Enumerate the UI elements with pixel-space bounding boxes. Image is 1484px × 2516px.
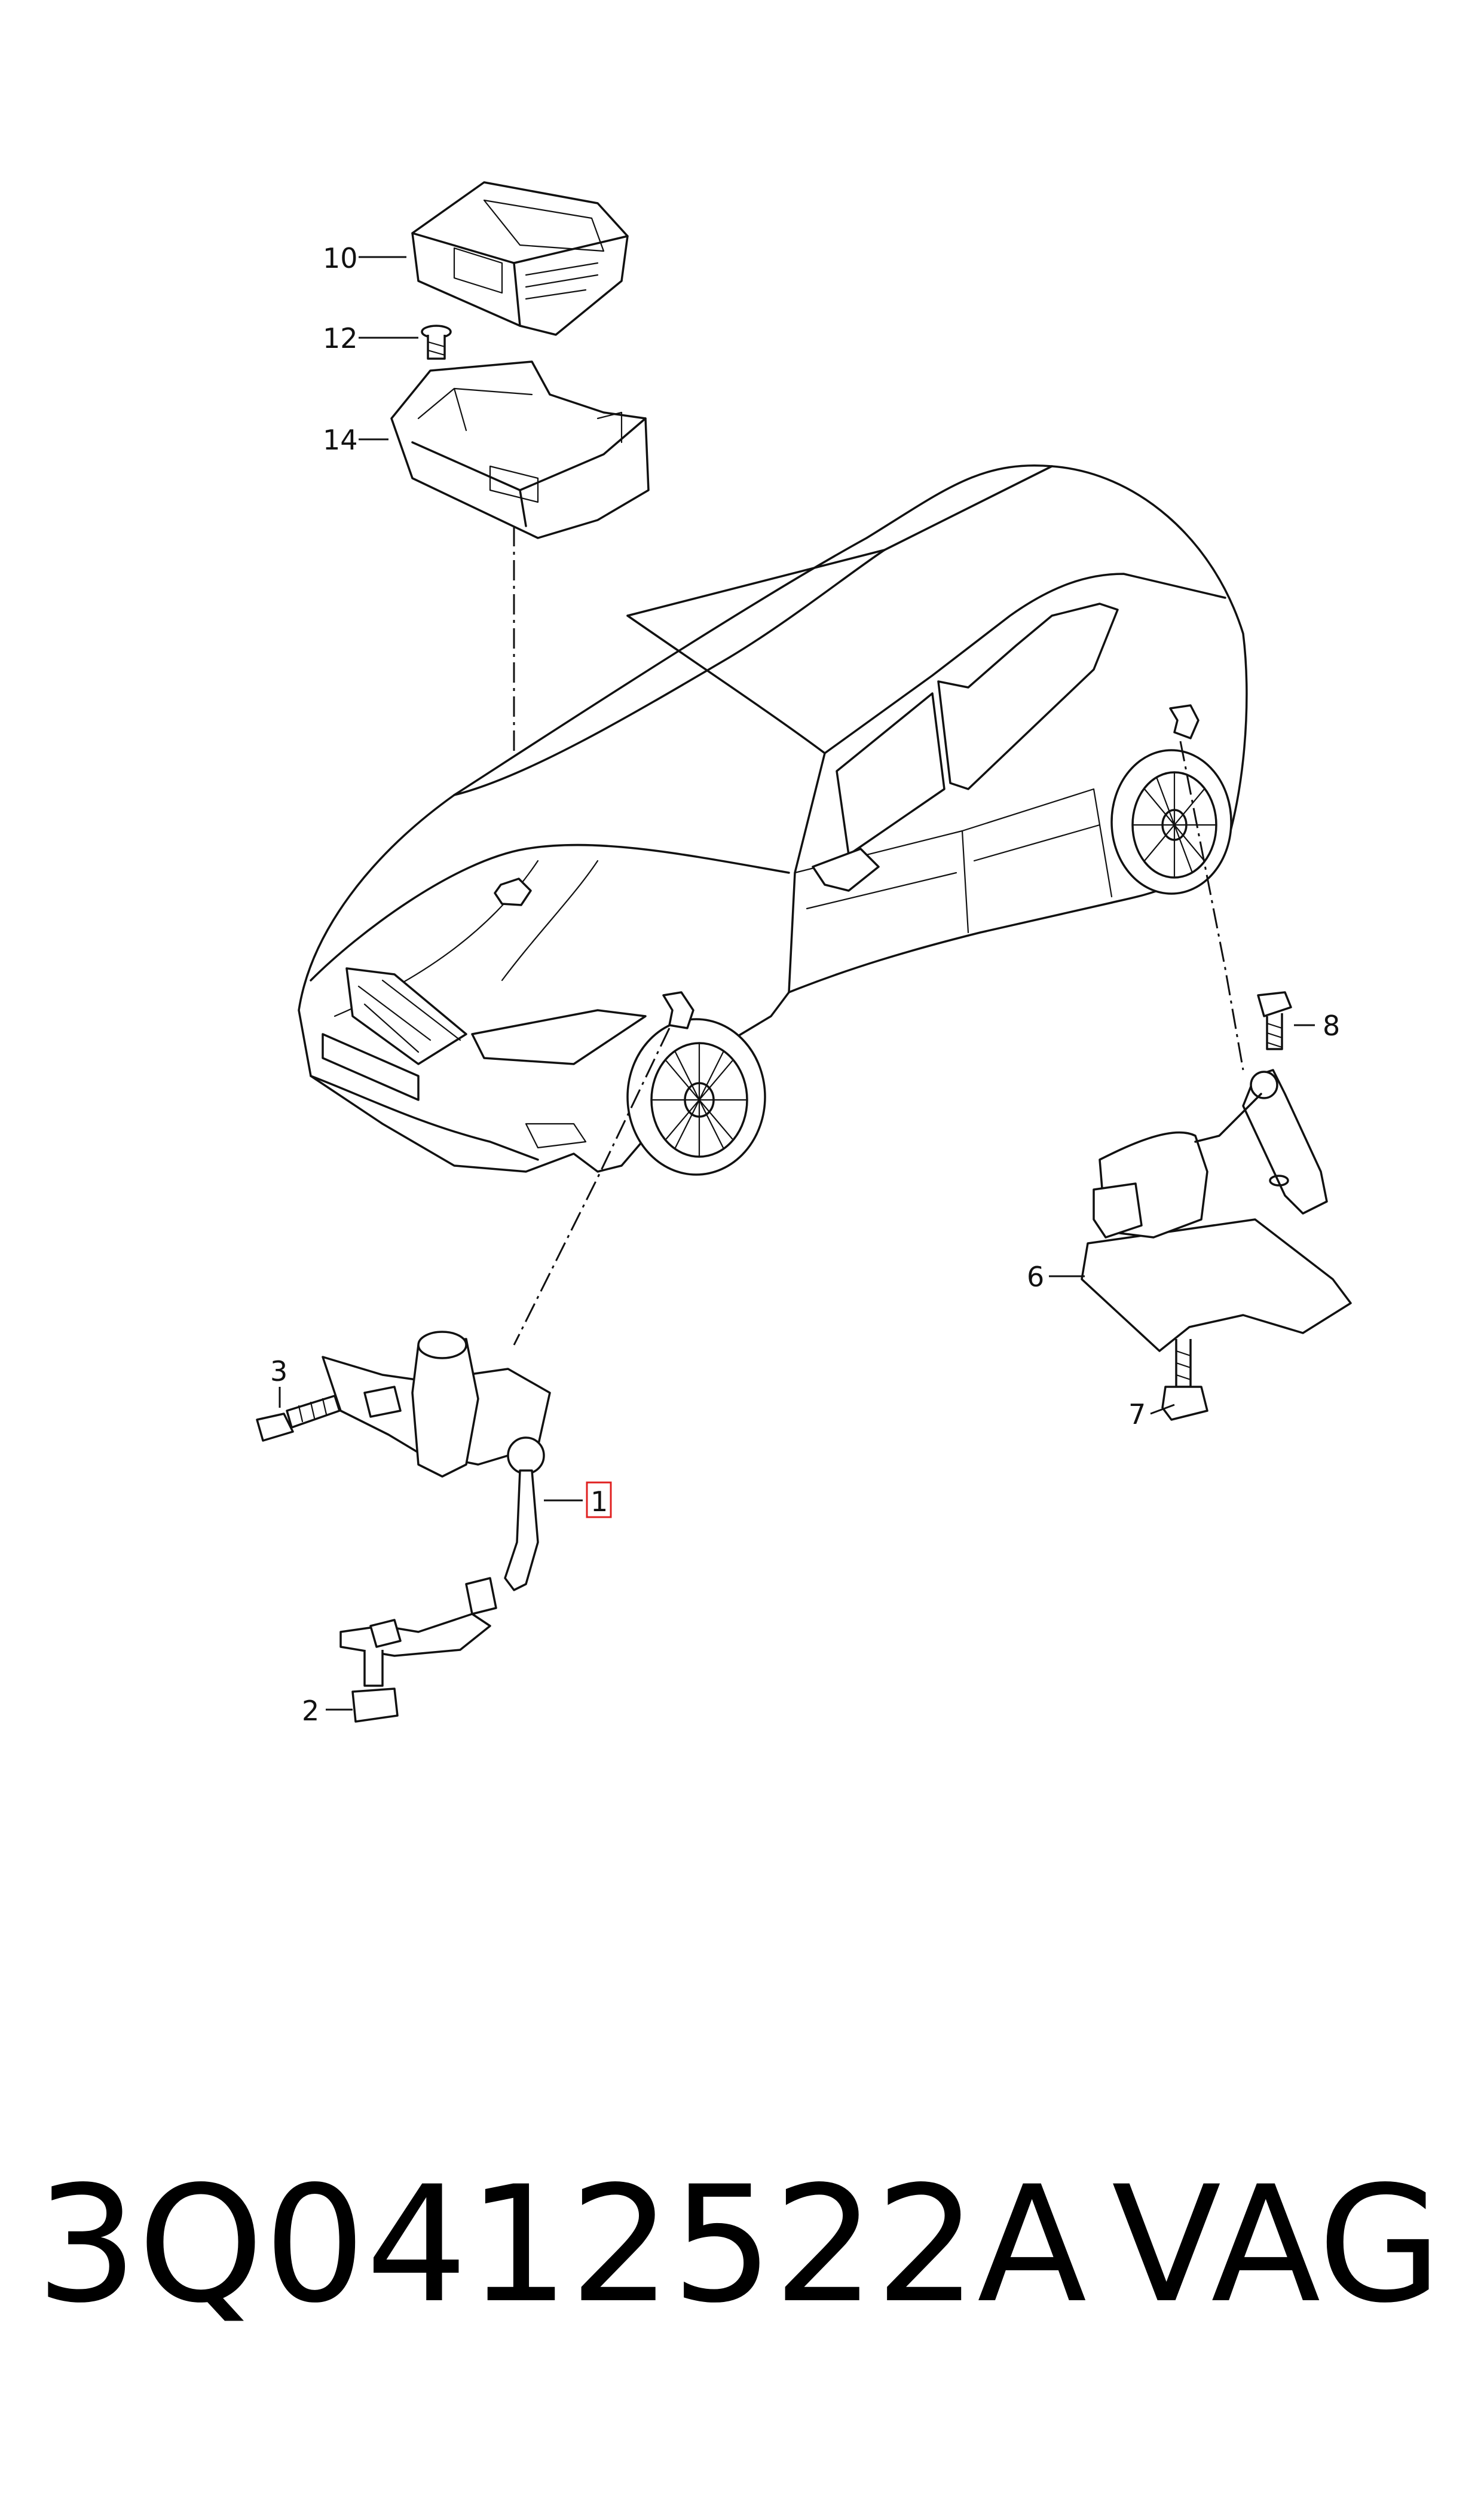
part-number: 3Q0412522A — [36, 2152, 1087, 2338]
marker-control-unit — [494, 878, 532, 906]
assembly-line-front — [513, 1028, 671, 1346]
callout-12: 12 — [323, 322, 358, 354]
bolt-part-3 — [256, 1395, 341, 1442]
callout-2: 2 — [302, 1695, 319, 1727]
brand-label: VAG — [1112, 2152, 1442, 2338]
callout-7: 7 — [1128, 1398, 1146, 1430]
assembly-line-rear — [1179, 741, 1244, 1071]
callout-6: 6 — [1027, 1261, 1044, 1293]
callout-8: 8 — [1323, 1010, 1340, 1042]
part-footer: 3Q0412522A VAG — [36, 2152, 1458, 2338]
front-level-sensor-part-1 — [322, 1331, 551, 1723]
leader-7 — [1150, 1404, 1175, 1415]
marker-rear-sensor — [1169, 704, 1200, 739]
bolt-part-12 — [421, 325, 452, 360]
callout-1: 1 — [590, 1485, 608, 1518]
marker-front-sensor — [662, 991, 694, 1029]
callout-14: 14 — [323, 424, 358, 456]
control-unit-part-10 — [411, 181, 629, 336]
bracket-part-14 — [390, 360, 650, 539]
rear-level-sensor-part-6 — [1081, 1069, 1352, 1352]
callout-3: 3 — [270, 1355, 287, 1387]
car-illustration — [298, 464, 1248, 1176]
bolt-part-7 — [1161, 1339, 1208, 1421]
bolt-part-8 — [1257, 991, 1292, 1050]
callout-1-highlight-box — [586, 1481, 612, 1518]
callout-10: 10 — [323, 242, 358, 274]
